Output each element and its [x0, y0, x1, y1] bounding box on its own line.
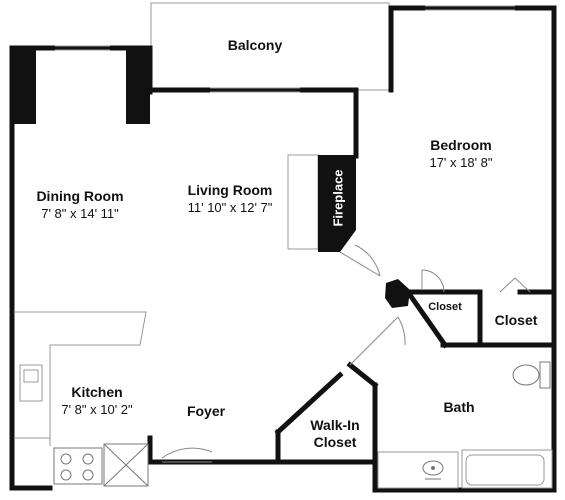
wall-junction [385, 279, 410, 308]
toilet [512, 361, 551, 389]
stove [53, 447, 103, 485]
bath-label: Bath [443, 399, 475, 415]
bath-sink [422, 460, 444, 480]
living-room-dims: 11' 10" x 12' 7" [187, 200, 273, 215]
fireplace-label: Fireplace [330, 169, 346, 227]
columns [12, 48, 150, 124]
refrigerator [103, 443, 149, 487]
dining-room-label: Dining Room [36, 188, 124, 204]
kitchen-label: Kitchen [71, 384, 123, 400]
walls [9, 5, 557, 493]
walk-in-closet-label-line2: Closet [313, 434, 357, 450]
walk-in-closet-label-line1: Walk-In [310, 417, 360, 433]
doors [161, 244, 531, 463]
interior-lines [14, 5, 553, 489]
balcony-label: Balcony [227, 37, 283, 53]
fireplace-block [318, 155, 356, 252]
bedroom-label: Bedroom [430, 137, 492, 153]
dining-room-dims: 7' 8" x 14' 11" [41, 206, 119, 221]
bedroom-dims: 17' x 18' 8" [429, 155, 493, 170]
foyer-label: Foyer [186, 403, 226, 419]
kitchen-dims: 7' 8" x 10' 2" [61, 402, 133, 417]
small-closet-label: Closet [428, 301, 462, 313]
living-room-label: Living Room [187, 182, 273, 198]
closet-label: Closet [494, 312, 538, 328]
